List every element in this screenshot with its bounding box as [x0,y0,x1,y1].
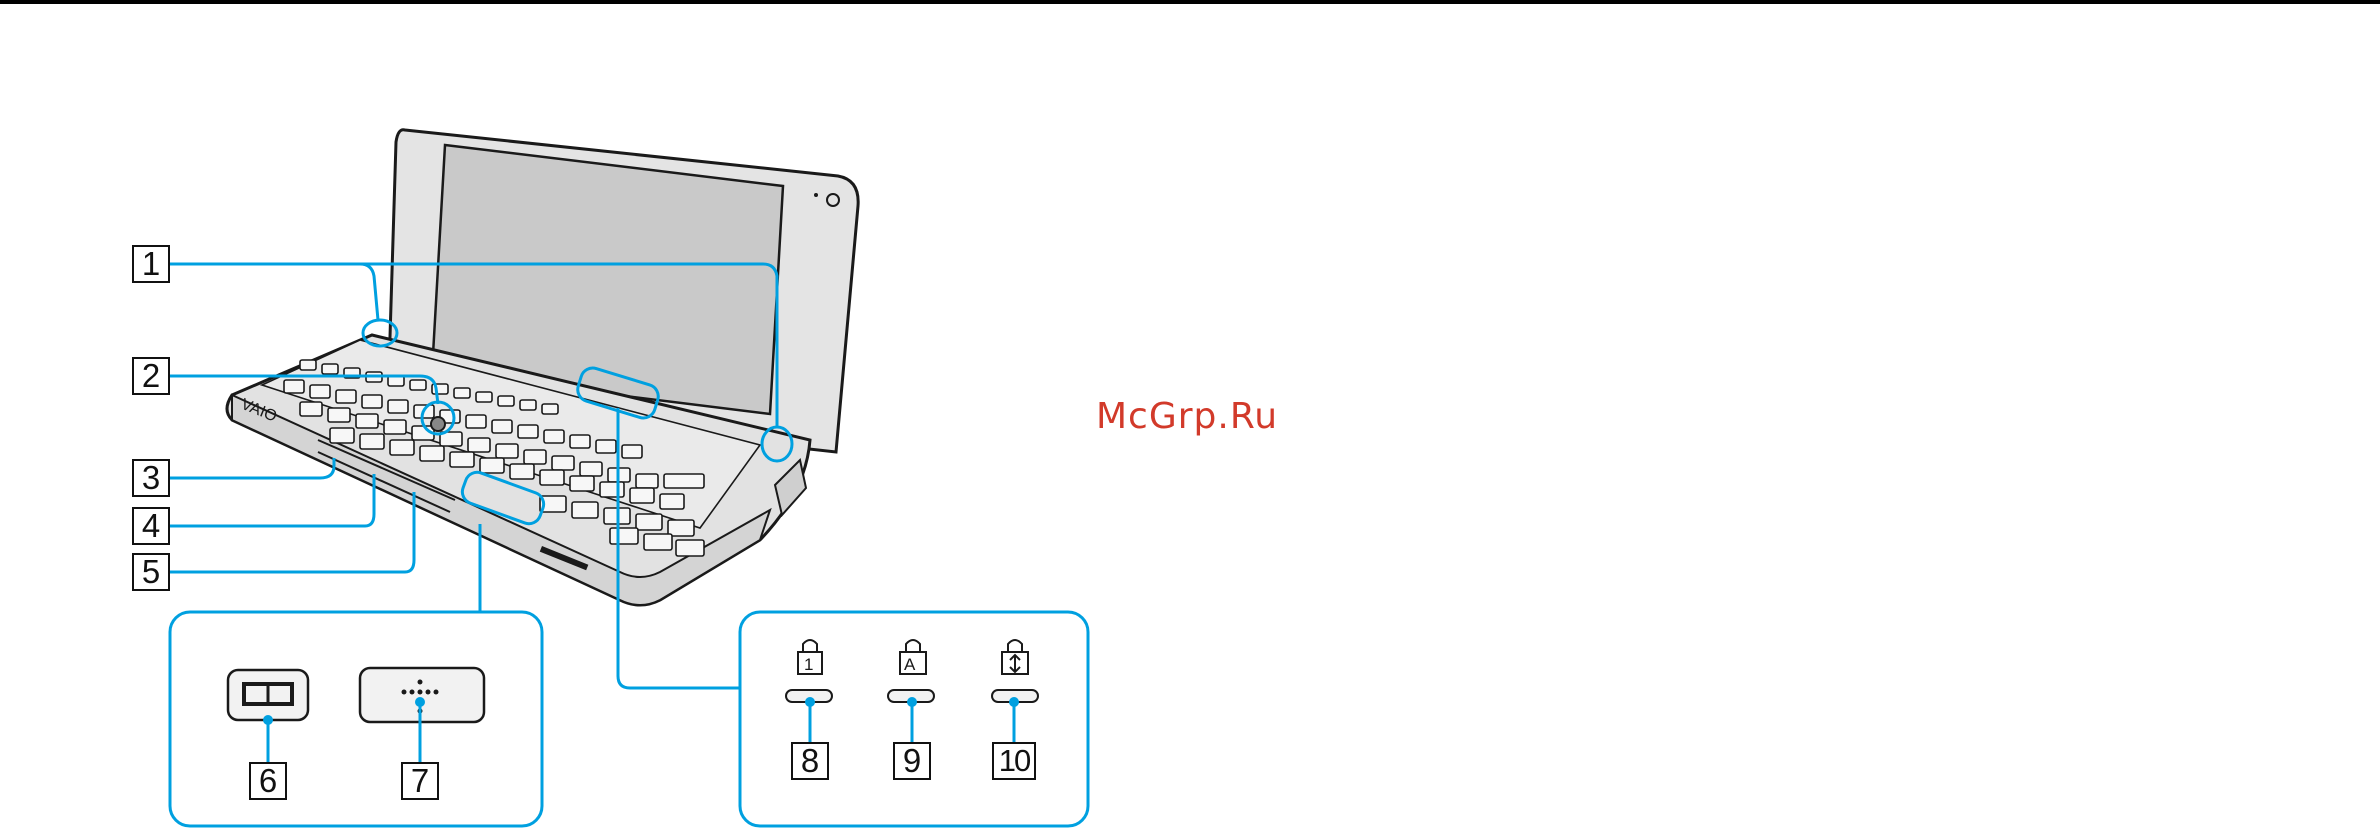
callout-6: 6 [249,762,287,800]
callout-8: 8 [791,742,829,780]
callout-3: 3 [132,459,170,497]
callout-7: 7 [401,762,439,800]
svg-text:1: 1 [804,655,813,674]
callout-9: 9 [893,742,931,780]
callout-2: 2 [132,357,170,395]
svg-text:A: A [904,655,916,674]
inset-touchpad-keys [170,612,542,826]
laptop-figure: VAIO [0,0,1130,838]
laptop-illustration: VAIO [0,0,1130,838]
touchpad-button-key [360,668,484,722]
callout-5: 5 [132,553,170,591]
callout-1: 1 [132,245,170,283]
callout-4: 4 [132,507,170,545]
watermark: McGrp.Ru [1096,396,1278,437]
inset-lock-indicators: 1 A [740,612,1088,826]
callout-10: 10 [992,742,1036,780]
pointing-stick [431,417,445,431]
